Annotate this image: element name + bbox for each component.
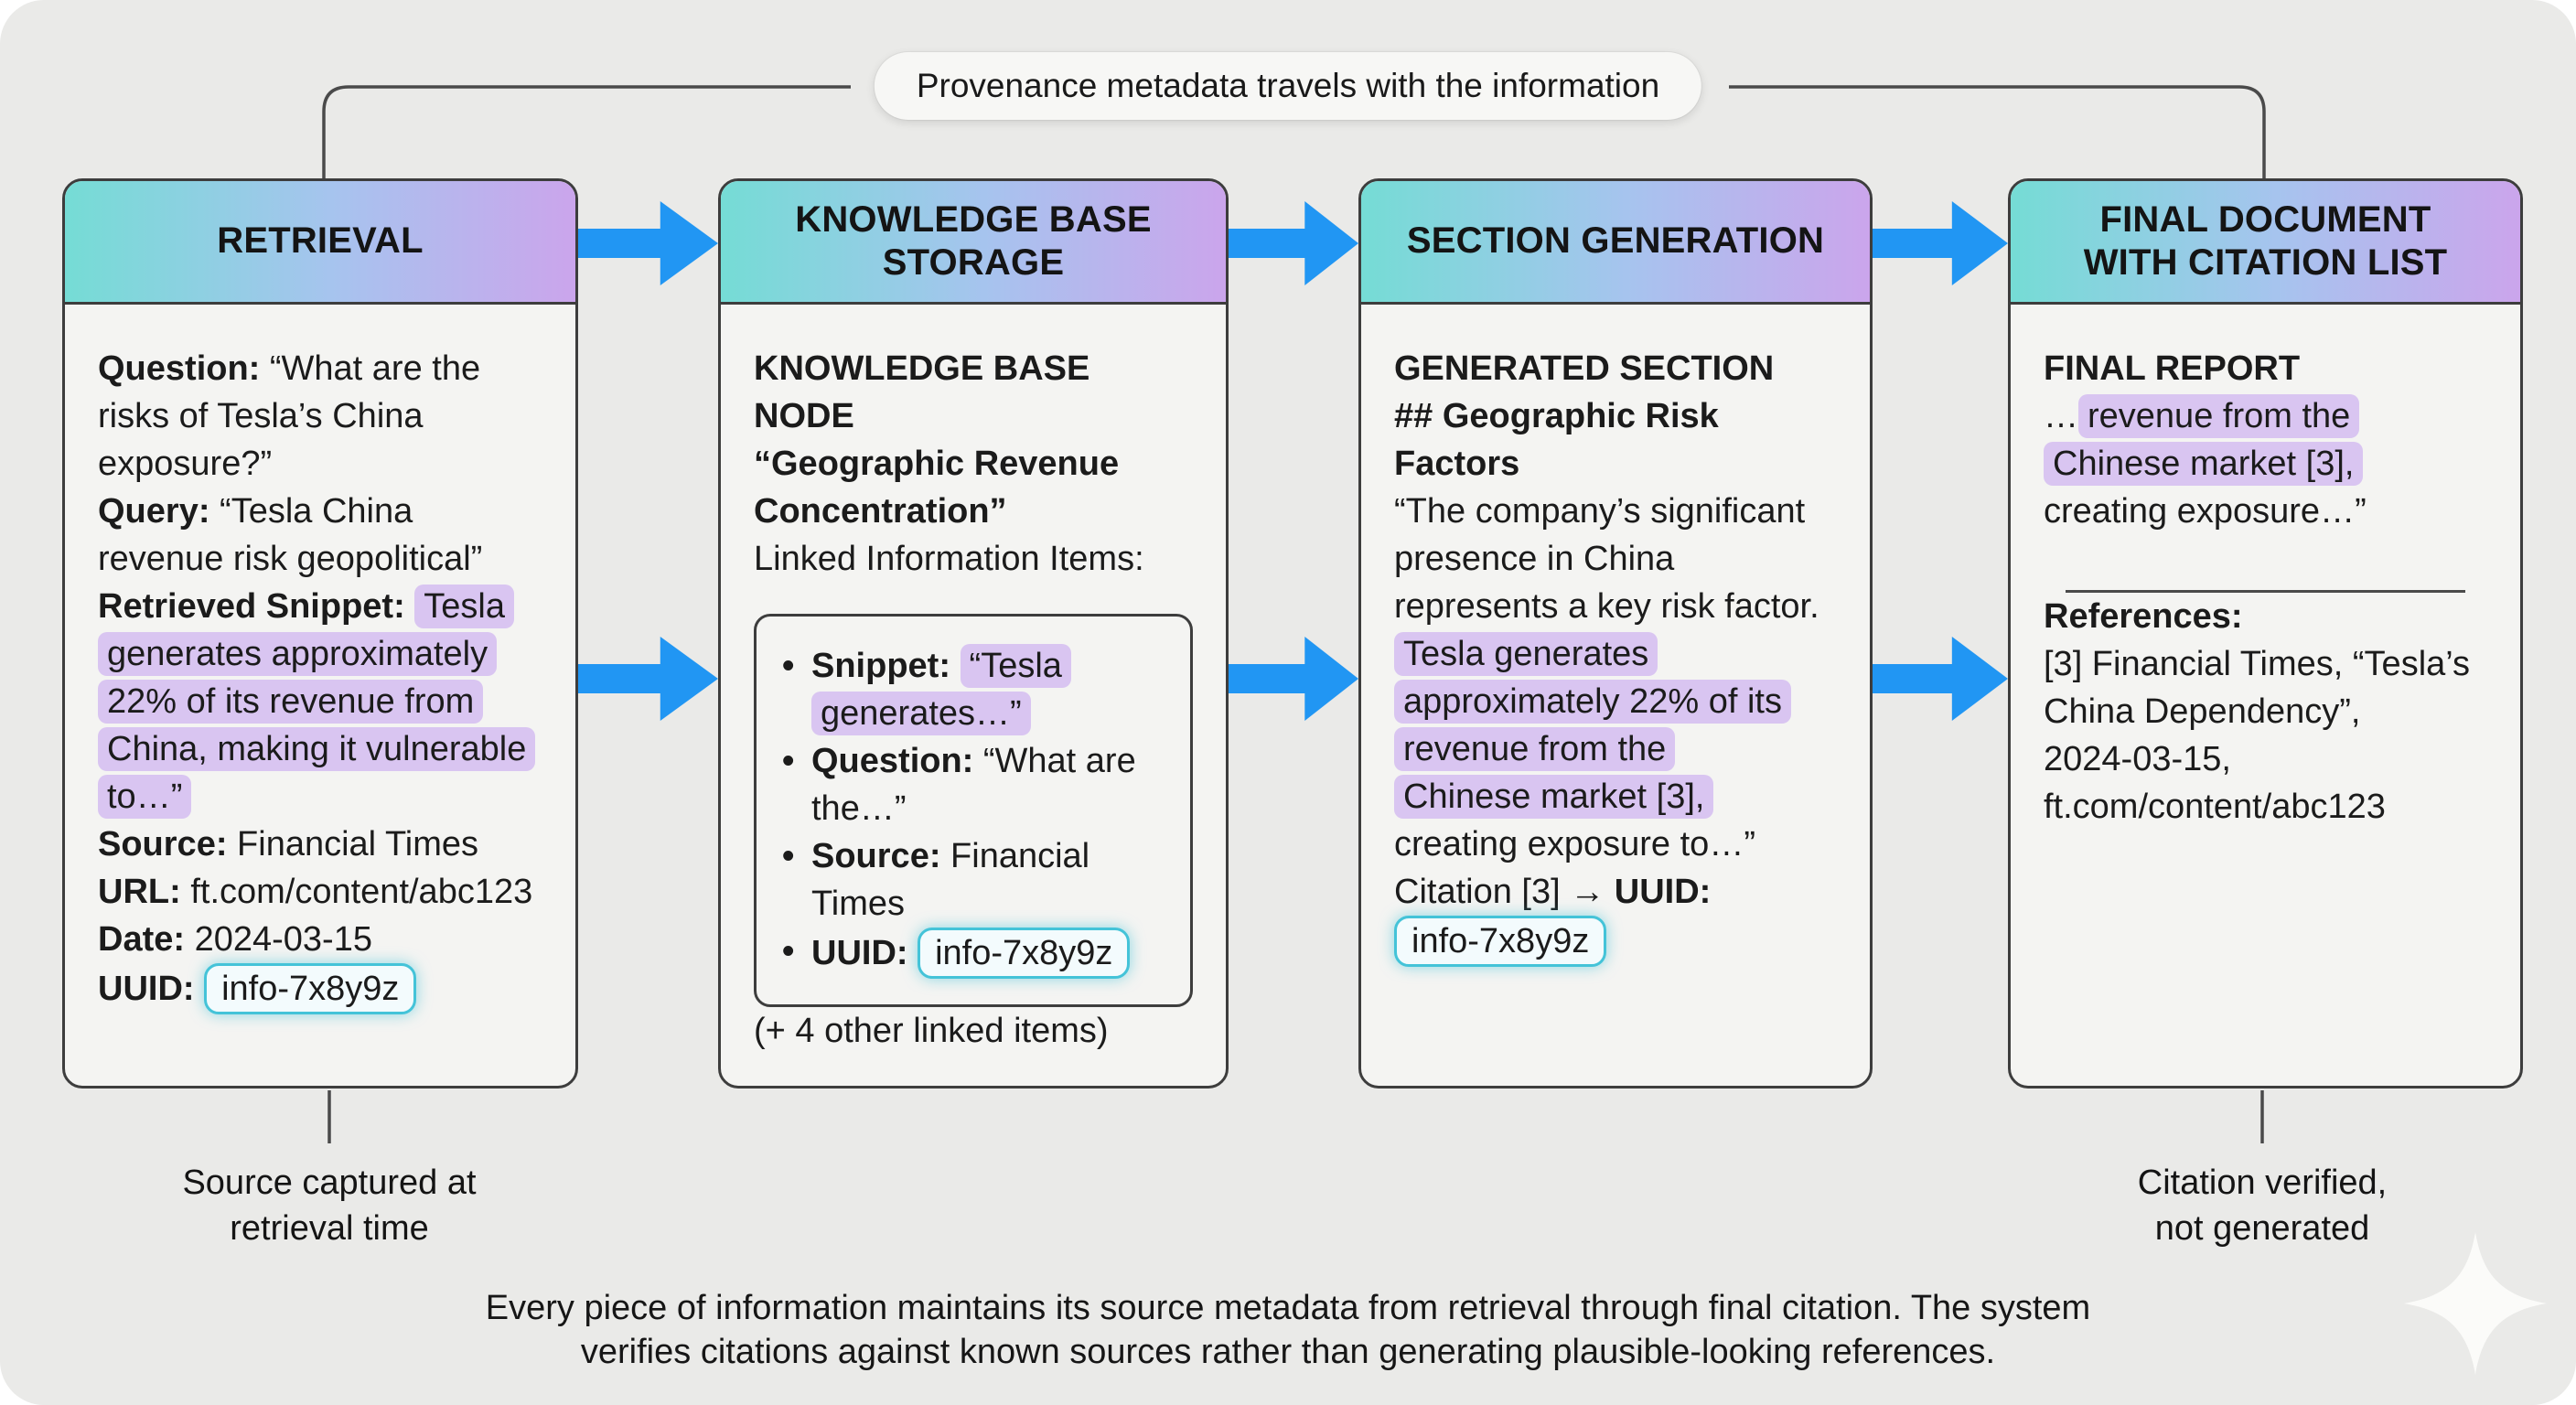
list-item: Source: Financial Times: [778, 832, 1168, 928]
list-item: UUID: info-7x8y9z: [778, 928, 1168, 979]
card-retrieval-body: Question: “What are the risks of Tesla’s…: [65, 305, 575, 1014]
citation-mapping-line: Citation [3] → UUID:: [1394, 873, 1712, 911]
url-line: URL: ft.com/content/abc123: [98, 873, 533, 911]
uuid-chip: info-7x8y9z: [1394, 916, 1607, 967]
banner-pill: Provenance metadata travels with the inf…: [874, 52, 1702, 120]
flow-arrow-icon: [1873, 201, 2008, 285]
reference-entry: [3] Financial Times, “Tesla’s China Depe…: [2044, 645, 2471, 826]
list-item: Snippet: “Tesla generates…”: [778, 642, 1168, 737]
retrieved-snippet: Retrieved Snippet: Tesla generates appro…: [98, 583, 542, 820]
excerpt-highlight: revenue from the Chinese market [3],: [2044, 394, 2364, 486]
linked-items-list: Snippet: “Tesla generates…” Question: “W…: [778, 642, 1168, 979]
flow-arrow-icon: [1229, 637, 1358, 721]
flow-arrow-icon: [578, 637, 718, 721]
linked-items-label: Linked Information Items:: [754, 540, 1144, 578]
generated-paragraph: “The company’s significant presence in C…: [1394, 492, 1819, 863]
flow-arrow-icon: [1873, 637, 2008, 721]
question-line: Question: “What are the risks of Tesla’s…: [98, 349, 481, 483]
references-divider: [2066, 590, 2465, 593]
flow-arrow-icon: [578, 201, 718, 285]
card-knowledge-base-body: KNOWLEDGE BASE NODE “Geographic Revenue …: [721, 305, 1226, 1055]
list-item: Question: “What are the…”: [778, 737, 1168, 832]
card-knowledge-base-header: KNOWLEDGE BASE STORAGE: [721, 181, 1226, 305]
caption-citation-verified: Citation verified, not generated: [2137, 1164, 2388, 1248]
card-retrieval: RETRIEVAL Question: “What are the risks …: [62, 178, 578, 1089]
uuid-line: UUID: info-7x8y9z: [98, 963, 542, 1014]
footer-note: Every piece of information maintains its…: [485, 1289, 2091, 1371]
report-excerpt: …revenue from the Chinese market [3], cr…: [2044, 392, 2487, 535]
final-report-label: FINAL REPORT: [2044, 349, 2301, 388]
generated-section-title: GENERATED SECTION ## Geographic Risk Fac…: [1394, 349, 1775, 483]
card-retrieval-header: RETRIEVAL: [65, 181, 575, 305]
uuid-chip: info-7x8y9z: [204, 963, 417, 1014]
card-section-generation-header: SECTION GENERATION: [1361, 181, 1870, 305]
source-line: Source: Financial Times: [98, 825, 479, 863]
sparkle-icon: [2404, 1232, 2547, 1375]
date-line: Date: 2024-03-15: [98, 920, 372, 959]
card-final-document-body: FINAL REPORT …revenue from the Chinese m…: [2011, 305, 2520, 831]
caption-source-captured: Source captured at retrieval time: [182, 1164, 477, 1248]
uuid-chip: info-7x8y9z: [918, 928, 1131, 979]
more-linked-items-note: (+ 4 other linked items): [754, 1012, 1109, 1050]
linked-items-box: Snippet: “Tesla generates…” Question: “W…: [754, 614, 1193, 1007]
card-section-generation: SECTION GENERATION GENERATED SECTION ## …: [1358, 178, 1873, 1089]
flow-arrow-icon: [1229, 201, 1358, 285]
card-knowledge-base: KNOWLEDGE BASE STORAGE KNOWLEDGE BASE NO…: [718, 178, 1229, 1089]
card-section-generation-body: GENERATED SECTION ## Geographic Risk Fac…: [1361, 305, 1870, 967]
citation-uuid-line: info-7x8y9z: [1394, 916, 1837, 967]
banner-label: Provenance metadata travels with the inf…: [916, 67, 1660, 104]
generated-highlight: Tesla generates approximately 22% of its…: [1394, 632, 1791, 819]
card-final-document-header: FINAL DOCUMENT WITH CITATION LIST: [2011, 181, 2520, 305]
references-label: References:: [2044, 597, 2243, 636]
card-final-document: FINAL DOCUMENT WITH CITATION LIST FINAL …: [2008, 178, 2523, 1089]
query-line: Query: “Tesla China revenue risk geopoli…: [98, 492, 483, 578]
node-title: KNOWLEDGE BASE NODE “Geographic Revenue …: [754, 349, 1120, 531]
